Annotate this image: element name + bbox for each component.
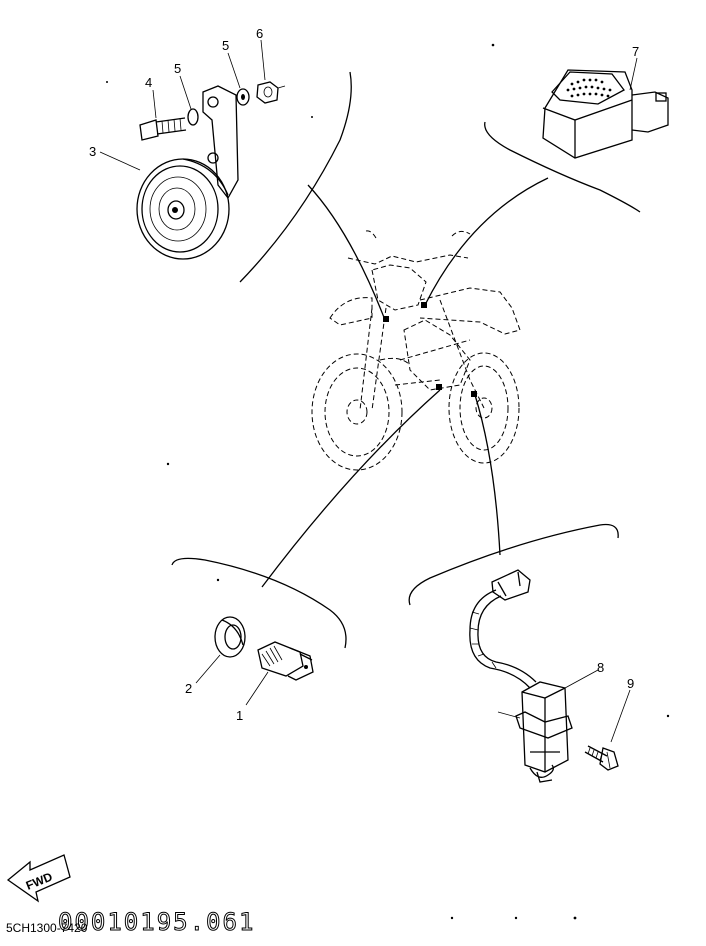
speed-sensor bbox=[497, 681, 573, 783]
gasket bbox=[214, 616, 246, 658]
stamp-number: 00010195.061 bbox=[58, 908, 255, 936]
motorcycle-outline bbox=[311, 230, 521, 471]
horn-bracket bbox=[202, 85, 239, 200]
callout-8: 8 bbox=[597, 660, 604, 675]
callout-1: 1 bbox=[236, 708, 243, 723]
callout-7: 7 bbox=[632, 44, 639, 59]
neutral-switch-group: 2 1 bbox=[171, 557, 347, 723]
nut bbox=[256, 81, 286, 104]
callout-6: 6 bbox=[256, 26, 263, 41]
relay-group: 7 bbox=[484, 44, 669, 213]
sensor-bolt bbox=[584, 745, 619, 771]
switch-frame-arc bbox=[171, 557, 347, 649]
fwd-label: FWD bbox=[24, 869, 55, 892]
specks bbox=[106, 43, 670, 920]
fwd-arrow: FWD bbox=[6, 854, 71, 903]
washer bbox=[236, 88, 250, 106]
bolt bbox=[139, 117, 187, 141]
connector bbox=[491, 569, 531, 601]
neutral-switch bbox=[257, 641, 314, 681]
relay bbox=[542, 69, 669, 159]
callout-5: 5 bbox=[222, 38, 229, 53]
speed-sensor-group: 8 9 bbox=[408, 523, 634, 783]
horn-group: 3 4 5 5 6 bbox=[89, 26, 352, 283]
callout-5: 5 bbox=[174, 61, 181, 76]
horn bbox=[136, 158, 230, 260]
pointer-lines bbox=[261, 177, 549, 588]
callout-2: 2 bbox=[185, 681, 192, 696]
relay-frame-arc bbox=[484, 121, 641, 213]
callout-9: 9 bbox=[627, 676, 634, 691]
drawing-code: 5CH1300-7420 bbox=[6, 921, 88, 935]
sensor-frame-arc bbox=[408, 523, 619, 606]
washer bbox=[187, 108, 199, 126]
callout-4: 4 bbox=[145, 75, 152, 90]
horn-frame-arc bbox=[239, 71, 352, 283]
sensor-lead-wire bbox=[469, 589, 537, 689]
callout-3: 3 bbox=[89, 144, 96, 159]
